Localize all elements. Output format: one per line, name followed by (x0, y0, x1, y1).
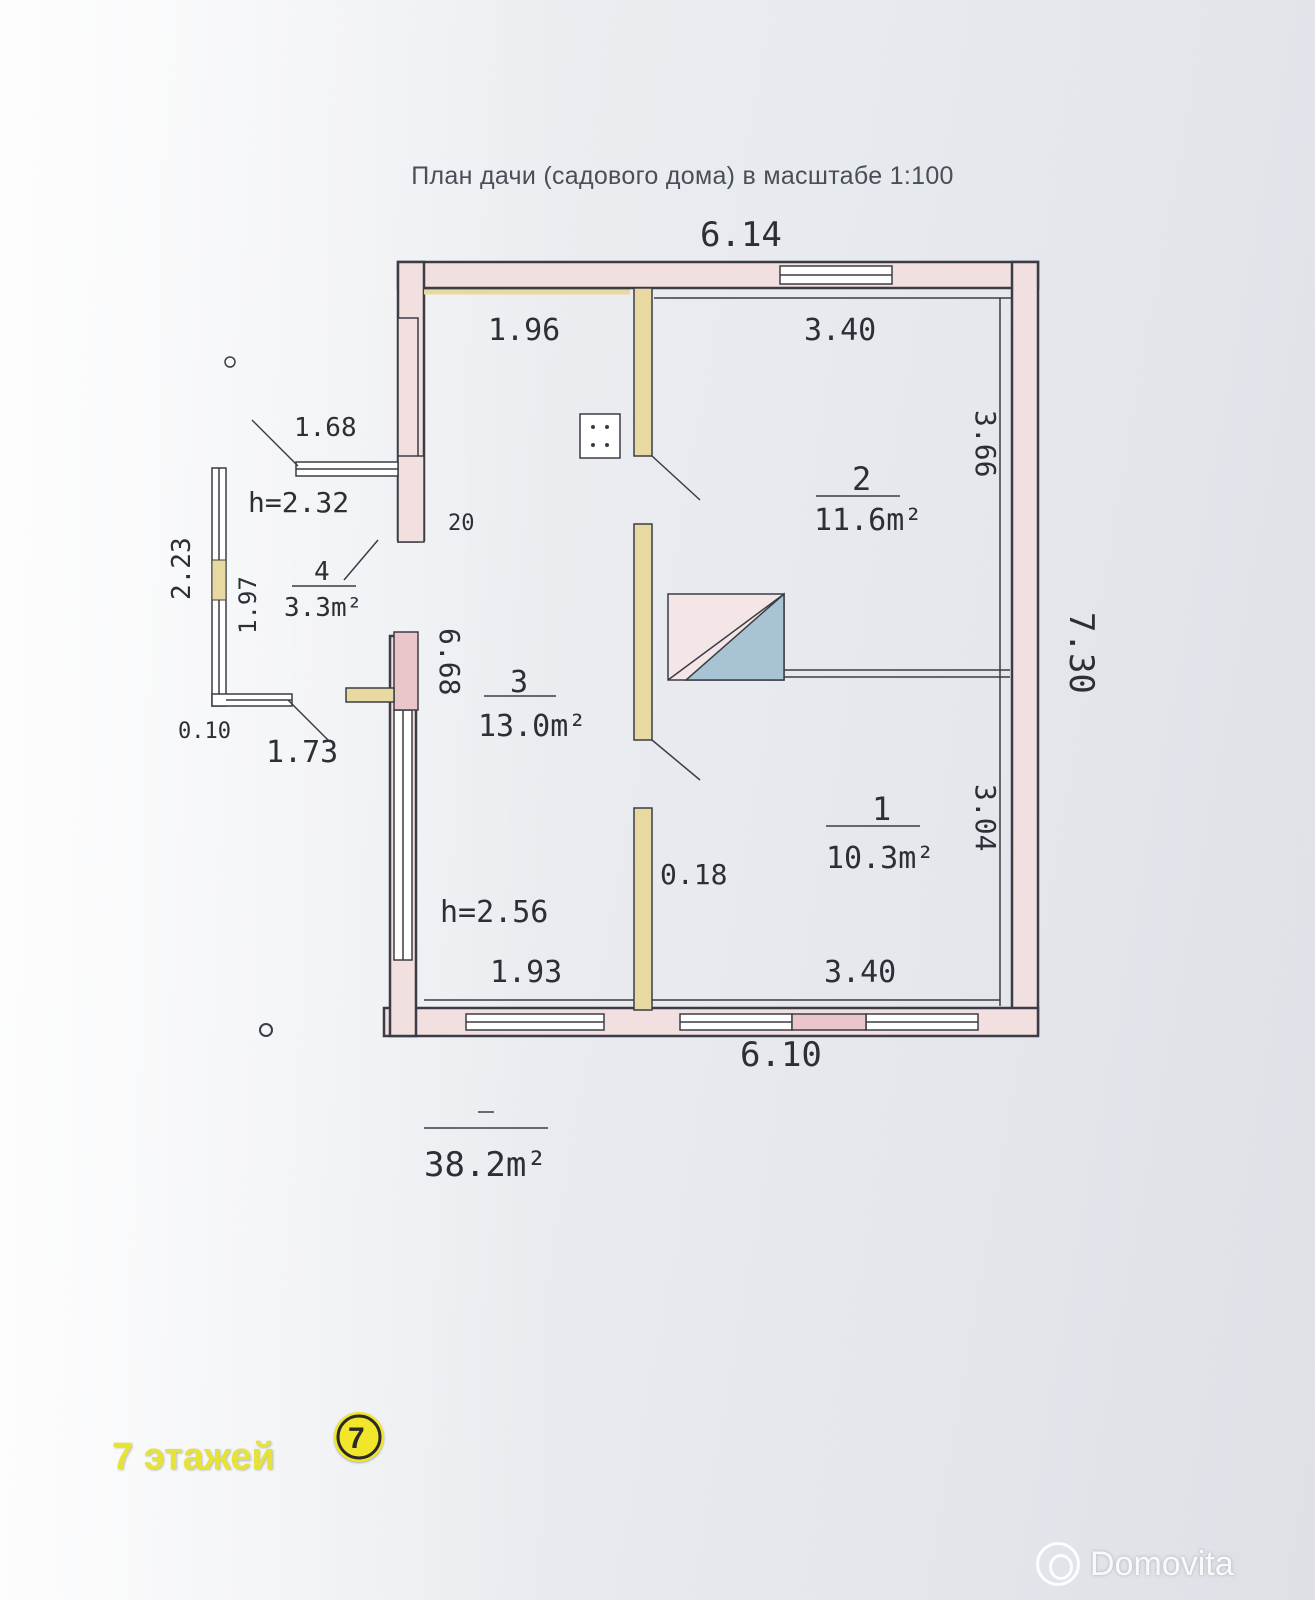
domovita-text: Domovita (1090, 1544, 1234, 1583)
dim-partition: 0.18 (660, 858, 727, 891)
porch-highlight (211, 559, 227, 601)
dim-right-total: 7.30 (1061, 612, 1101, 694)
seven-floors-logo: 7 (334, 1412, 384, 1462)
dim-porch-outer: 2.23 (167, 537, 197, 600)
dim-porch-height: h=2.32 (248, 486, 349, 519)
dim-room-bottom-left: 1.93 (490, 955, 562, 990)
seven-floors-brand: 7 этажей (112, 1436, 275, 1478)
dim-room-top-left: 1.96 (488, 313, 560, 348)
room-4-number: 4 (314, 557, 330, 587)
room-1-area: 10.3m² (826, 841, 934, 876)
survey-mark (259, 1023, 273, 1037)
dim-room-bottom-right: 3.40 (824, 955, 896, 990)
plan-title: План дачи (садового дома) в масштабе 1:1… (411, 162, 954, 190)
dimension-labels: 6.14 6.10 7.30 1.96 3.40 1.93 3.40 3.66 … (167, 215, 1101, 1075)
seven-logo-digit: 7 (348, 1422, 365, 1455)
door-swings (343, 455, 701, 781)
domovita-watermark: Domovita (1036, 1542, 1234, 1586)
dim-bottom-total: 6.10 (740, 1035, 822, 1075)
dim-porch-inner: 1.97 (234, 576, 262, 634)
porch-marker: 20 (448, 511, 475, 536)
dim-right-upper: 3.66 (969, 410, 1002, 477)
dim-porch-top: 1.68 (294, 413, 357, 443)
dim-right-lower: 3.04 (969, 784, 1002, 851)
dim-room-top-right: 3.40 (804, 313, 876, 348)
room-labels: 2 11.6m² 3 13.0m² 1 10.3m² 4 3.3m² 38.2m… (284, 460, 934, 1185)
wall-segment (791, 1013, 867, 1031)
dim-left-inner: 6.68 (433, 628, 466, 695)
dim-porch-bottom: 1.73 (266, 735, 338, 770)
dim-top-total: 6.14 (700, 215, 782, 255)
room-4-area: 3.3m² (284, 593, 362, 623)
room-2-area: 11.6m² (814, 503, 922, 538)
total-area: 38.2m² (424, 1145, 547, 1185)
room-1-number: 1 (872, 790, 891, 828)
survey-mark (224, 356, 236, 368)
room-2-number: 2 (852, 460, 871, 498)
stair-hatch-icon (667, 592, 1010, 681)
room-3-area: 13.0m² (478, 709, 586, 744)
leader-lines (251, 419, 920, 1129)
domovita-logo-icon (1036, 1542, 1080, 1586)
dim-porch-wall: 0.10 (178, 719, 231, 744)
room-3-number: 3 (510, 665, 528, 700)
stove-icon (579, 413, 621, 459)
partitions (345, 287, 653, 1011)
dim-house-height: h=2.56 (440, 895, 548, 930)
